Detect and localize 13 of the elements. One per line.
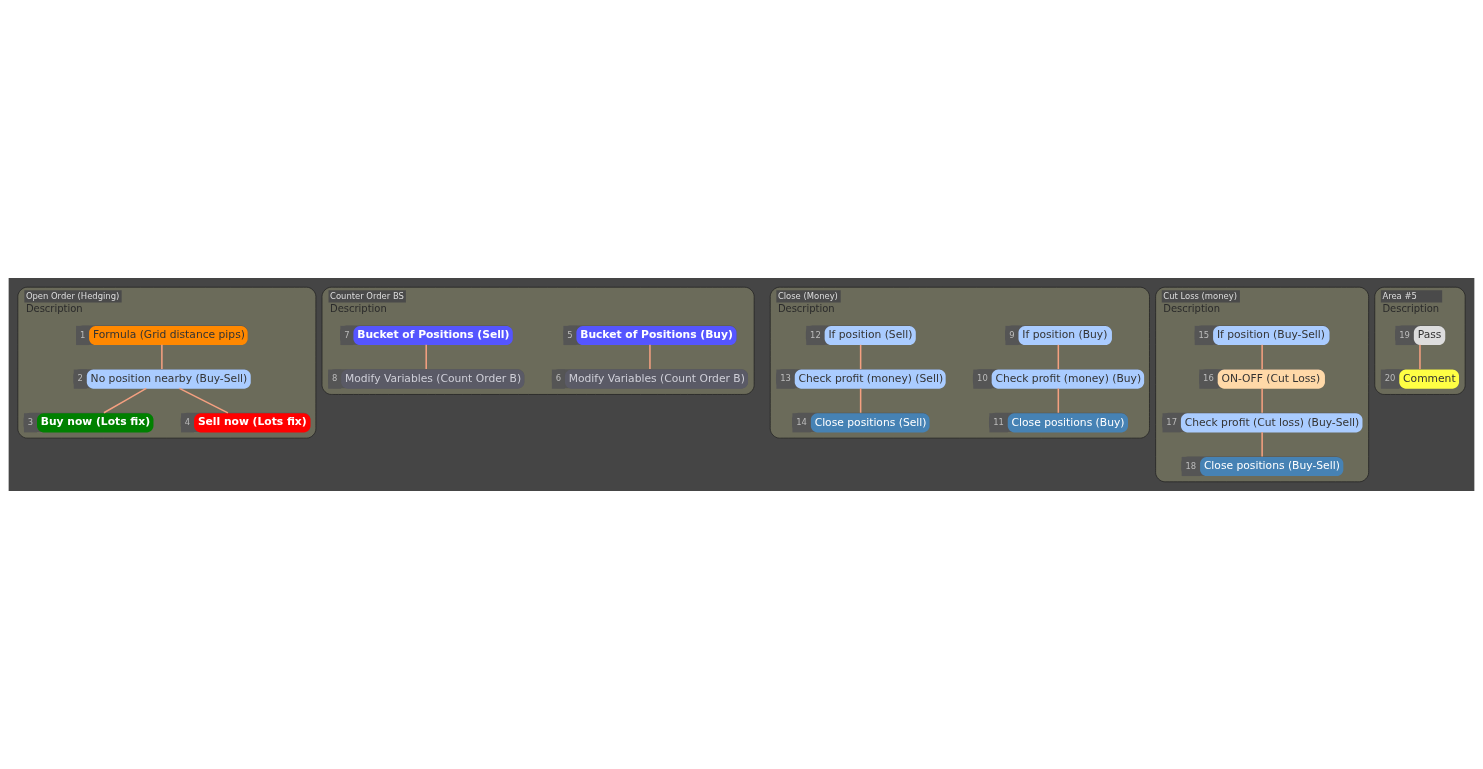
connector	[178, 387, 229, 414]
connector	[859, 387, 862, 414]
connector	[1057, 387, 1060, 414]
connector	[425, 344, 427, 370]
connector	[1057, 344, 1060, 370]
connector	[1419, 344, 1421, 370]
connector	[103, 387, 148, 414]
connector	[1261, 344, 1263, 370]
connector	[161, 344, 163, 370]
connector	[1261, 431, 1263, 458]
connector	[1261, 387, 1263, 414]
connector	[649, 344, 651, 370]
connector	[859, 344, 862, 370]
